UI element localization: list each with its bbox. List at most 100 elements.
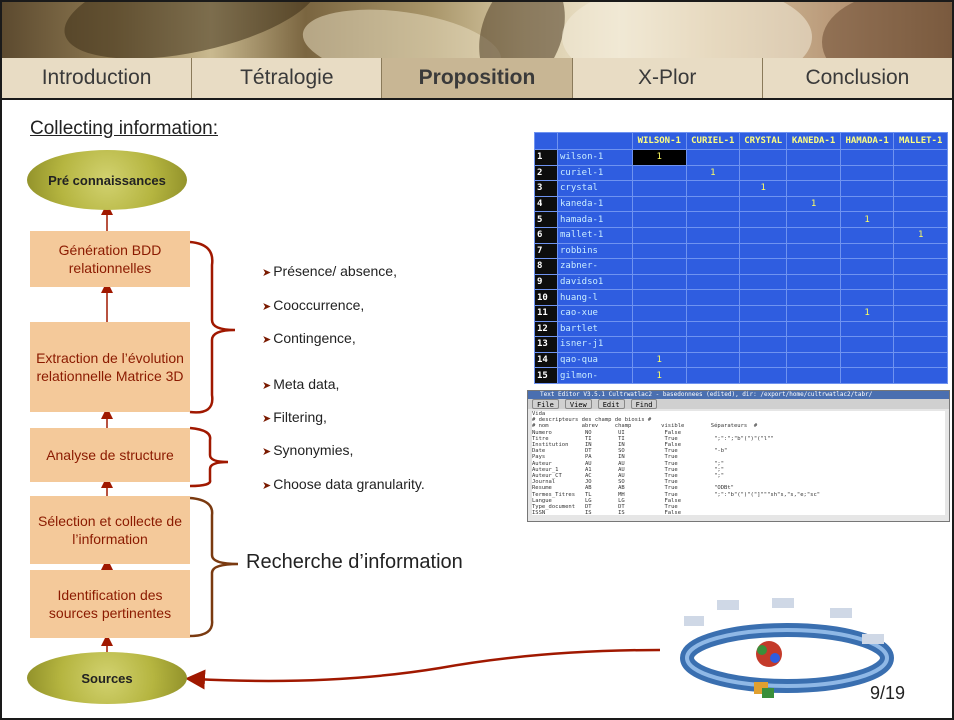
matrix-cell[interactable] [632,211,687,228]
matrix-cell[interactable] [786,367,841,384]
matrix-cell[interactable] [893,289,948,306]
tab-tetralogie[interactable]: Tétralogie [192,58,383,98]
matrix-cell[interactable] [839,273,895,291]
tab-proposition[interactable]: Proposition [382,58,573,98]
matrix-cell[interactable] [632,180,687,197]
matrix-cell[interactable] [632,242,687,260]
matrix-cell[interactable] [893,367,948,384]
matrix-cell[interactable]: 1 [786,195,841,213]
matrix-cell[interactable]: 1 [632,367,687,384]
matrix-cell[interactable] [786,273,841,291]
matrix-cell[interactable] [739,211,788,228]
tab-introduction[interactable]: Introduction [2,58,193,98]
matrix-cell[interactable] [893,304,948,322]
matrix-cell[interactable] [685,258,741,275]
matrix-cell[interactable] [739,320,788,338]
matrix-cell[interactable] [893,180,948,197]
matrix-cell[interactable] [839,226,895,244]
matrix-cell[interactable]: 1 [839,304,895,322]
matrix-cell[interactable] [739,226,788,244]
matrix-cell[interactable] [685,226,741,244]
matrix-cell[interactable] [685,149,741,166]
matrix-cell[interactable] [893,258,948,275]
matrix-cell[interactable] [632,195,687,213]
matrix-cell[interactable] [739,351,788,369]
matrix-cell[interactable] [839,149,895,166]
matrix-cell[interactable] [739,149,788,166]
matrix-cell[interactable] [739,304,788,322]
matrix-cell[interactable] [893,211,948,228]
matrix-cell[interactable] [786,180,841,197]
matrix-cell[interactable] [786,149,841,166]
matrix-cell[interactable] [739,195,788,213]
matrix-cell[interactable] [739,336,788,353]
matrix-cell[interactable] [839,336,895,353]
matrix-cell[interactable] [786,289,841,306]
matrix-cell[interactable] [786,258,841,275]
matrix-cell[interactable] [786,211,841,228]
matrix-cell[interactable] [839,367,895,384]
matrix-cell[interactable] [786,320,841,338]
matrix-cell[interactable] [739,289,788,306]
matrix-cell[interactable] [893,336,948,353]
matrix-cell[interactable] [839,258,895,275]
matrix-cell[interactable] [839,289,895,306]
matrix-cell[interactable] [632,320,687,338]
editor-menu-view[interactable]: View [564,399,592,409]
matrix-cell[interactable] [893,149,948,166]
matrix-cell[interactable] [786,226,841,244]
matrix-cell[interactable] [685,180,741,197]
matrix-cell[interactable] [685,367,741,384]
matrix-cell[interactable] [685,320,741,338]
matrix-cell[interactable] [786,164,841,182]
matrix-cell[interactable] [685,211,741,228]
matrix-cell[interactable] [893,273,948,291]
matrix-cell[interactable] [632,164,687,182]
tab-x-plor[interactable]: X-Plor [573,58,763,98]
matrix-cell[interactable] [685,273,741,291]
matrix-cell[interactable] [739,258,788,275]
matrix-cell[interactable] [893,242,948,260]
matrix-cell[interactable] [839,320,895,338]
matrix-cell[interactable] [632,258,687,275]
matrix-cell[interactable] [685,289,741,306]
matrix-cell[interactable] [839,242,895,260]
matrix-cell[interactable]: 1 [839,211,895,228]
editor-menu-find[interactable]: Find [630,399,658,409]
matrix-cell[interactable]: 1 [685,164,741,182]
tab-conclusion[interactable]: Conclusion [805,66,910,89]
editor-text-area[interactable]: Vida # descripteurs des champ de biosis … [532,411,945,515]
matrix-cell[interactable] [632,336,687,353]
matrix-cell[interactable] [739,367,788,384]
matrix-cell[interactable] [893,351,948,369]
matrix-cell[interactable] [632,226,687,244]
matrix-cell[interactable] [893,320,948,338]
editor-menu-edit[interactable]: Edit [597,399,625,409]
matrix-cell[interactable] [685,304,741,322]
matrix-cell[interactable]: 1 [739,180,788,197]
matrix-cell[interactable] [632,304,687,322]
matrix-cell[interactable] [739,273,788,291]
editor-menu-file[interactable]: File [532,399,559,409]
matrix-cell[interactable] [685,195,741,213]
matrix-cell[interactable] [893,164,948,182]
matrix-cell[interactable] [632,273,687,291]
matrix-cell[interactable] [839,164,895,182]
matrix-cell[interactable] [685,336,741,353]
matrix-cell[interactable]: 1 [632,351,687,369]
matrix-cell[interactable] [893,195,948,213]
matrix-cell[interactable] [632,289,687,306]
matrix-cell[interactable] [786,242,841,260]
matrix-cell[interactable] [839,351,895,369]
matrix-cell[interactable] [839,180,895,197]
matrix-cell[interactable] [739,164,788,182]
matrix-cell[interactable] [839,195,895,213]
matrix-cell[interactable] [786,336,841,353]
matrix-cell[interactable]: 1 [893,226,948,244]
matrix-cell[interactable] [685,242,741,260]
matrix-cell[interactable] [685,351,741,369]
matrix-cell[interactable] [786,351,841,369]
matrix-cell[interactable]: 1 [632,149,687,166]
matrix-cell[interactable] [786,304,841,322]
matrix-cell[interactable] [739,242,788,260]
